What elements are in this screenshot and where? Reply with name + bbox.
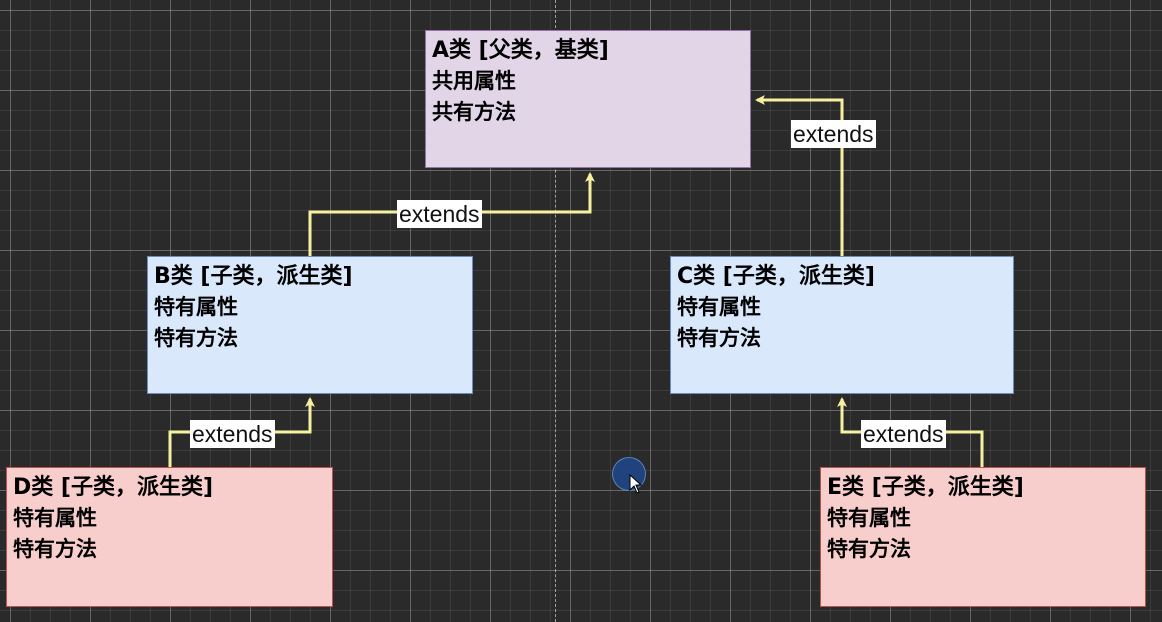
class-method-b: 特有方法 (154, 326, 238, 350)
class-attr-b: 特有属性 (154, 295, 238, 319)
class-title-b: B类 [子类，派生类] (154, 264, 353, 289)
class-box-c[interactable]: C类 [子类，派生类] 特有属性 特有方法 (670, 256, 1014, 394)
class-box-d[interactable]: D类 [子类，派生类] 特有属性 特有方法 (6, 467, 333, 607)
class-attr-e: 特有属性 (827, 506, 911, 530)
class-method-a: 共有方法 (432, 100, 516, 124)
class-method-c: 特有方法 (677, 326, 761, 350)
class-title-a: A类 [父类，基类] (432, 38, 609, 63)
class-title-c: C类 [子类，派生类] (677, 264, 875, 289)
edge-label-b-to-a[interactable]: extends (397, 200, 482, 228)
class-method-d: 特有方法 (13, 537, 97, 561)
class-box-a[interactable]: A类 [父类，基类] 共用属性 共有方法 (425, 30, 751, 168)
edge-label-c-to-a[interactable]: extends (791, 120, 876, 148)
class-method-e: 特有方法 (827, 537, 911, 561)
class-title-e: E类 [子类，派生类] (827, 475, 1024, 500)
class-title-d: D类 [子类，派生类] (13, 475, 214, 500)
class-box-e[interactable]: E类 [子类，派生类] 特有属性 特有方法 (820, 467, 1146, 607)
class-attr-c: 特有属性 (677, 295, 761, 319)
edge-label-e-to-c[interactable]: extends (861, 420, 946, 448)
center-guide-line (555, 0, 556, 622)
class-attr-a: 共用属性 (432, 69, 516, 93)
class-attr-d: 特有属性 (13, 506, 97, 530)
connector-c-to-a[interactable] (755, 95, 844, 256)
mouse-pointer-icon (629, 474, 643, 494)
mouse-cursor-highlight (612, 457, 646, 494)
class-box-b[interactable]: B类 [子类，派生类] 特有属性 特有方法 (147, 256, 473, 394)
edge-label-d-to-b[interactable]: extends (190, 420, 275, 448)
